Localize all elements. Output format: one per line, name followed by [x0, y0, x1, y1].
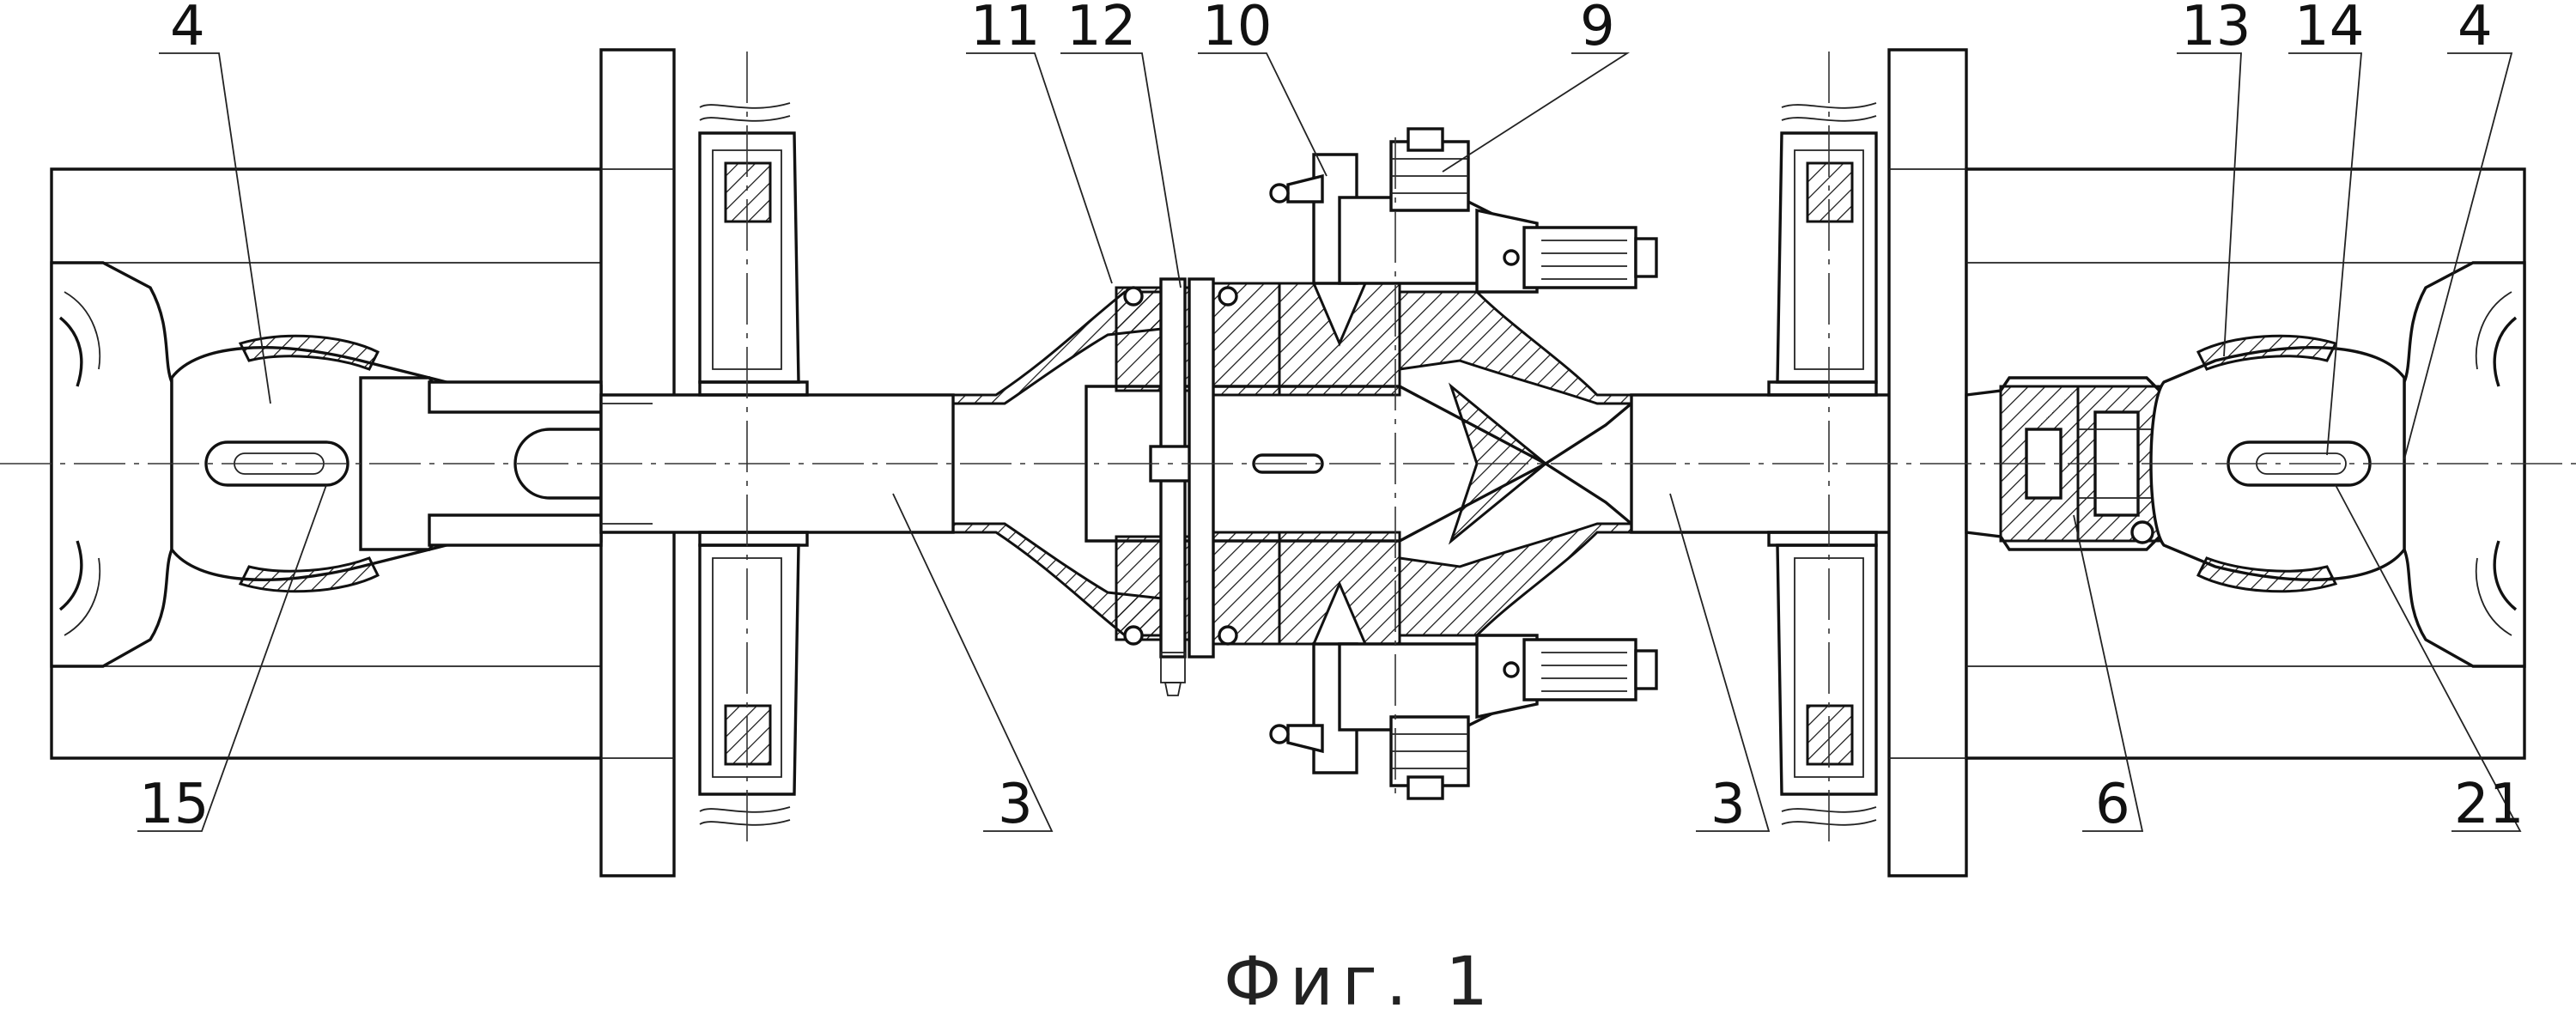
top-fittings [1269, 127, 1658, 294]
label-13: 13 [2181, 0, 2251, 58]
label-15: 15 [139, 773, 209, 836]
label-12: 12 [1066, 0, 1136, 58]
left-bracket-bottom [698, 531, 809, 826]
leader-lines [137, 52, 2522, 832]
right-bracket-top [1767, 102, 1878, 397]
label-11: 11 [970, 0, 1040, 58]
label-3-right: 3 [1710, 773, 1746, 836]
bottom-fittings [1269, 634, 1658, 800]
figure-caption: Фиг. 1 [1224, 944, 1497, 1014]
label-10: 10 [1202, 0, 1272, 58]
label-6: 6 [2095, 773, 2130, 836]
label-21: 21 [2454, 773, 2524, 836]
label-9: 9 [1580, 0, 1615, 58]
label-4-left: 4 [170, 0, 205, 58]
right-bracket-bottom [1767, 531, 1878, 826]
label-14: 14 [2294, 0, 2364, 58]
label-3-left: 3 [998, 773, 1033, 836]
label-4-right: 4 [2458, 0, 2493, 58]
left-bracket-top [698, 102, 809, 397]
